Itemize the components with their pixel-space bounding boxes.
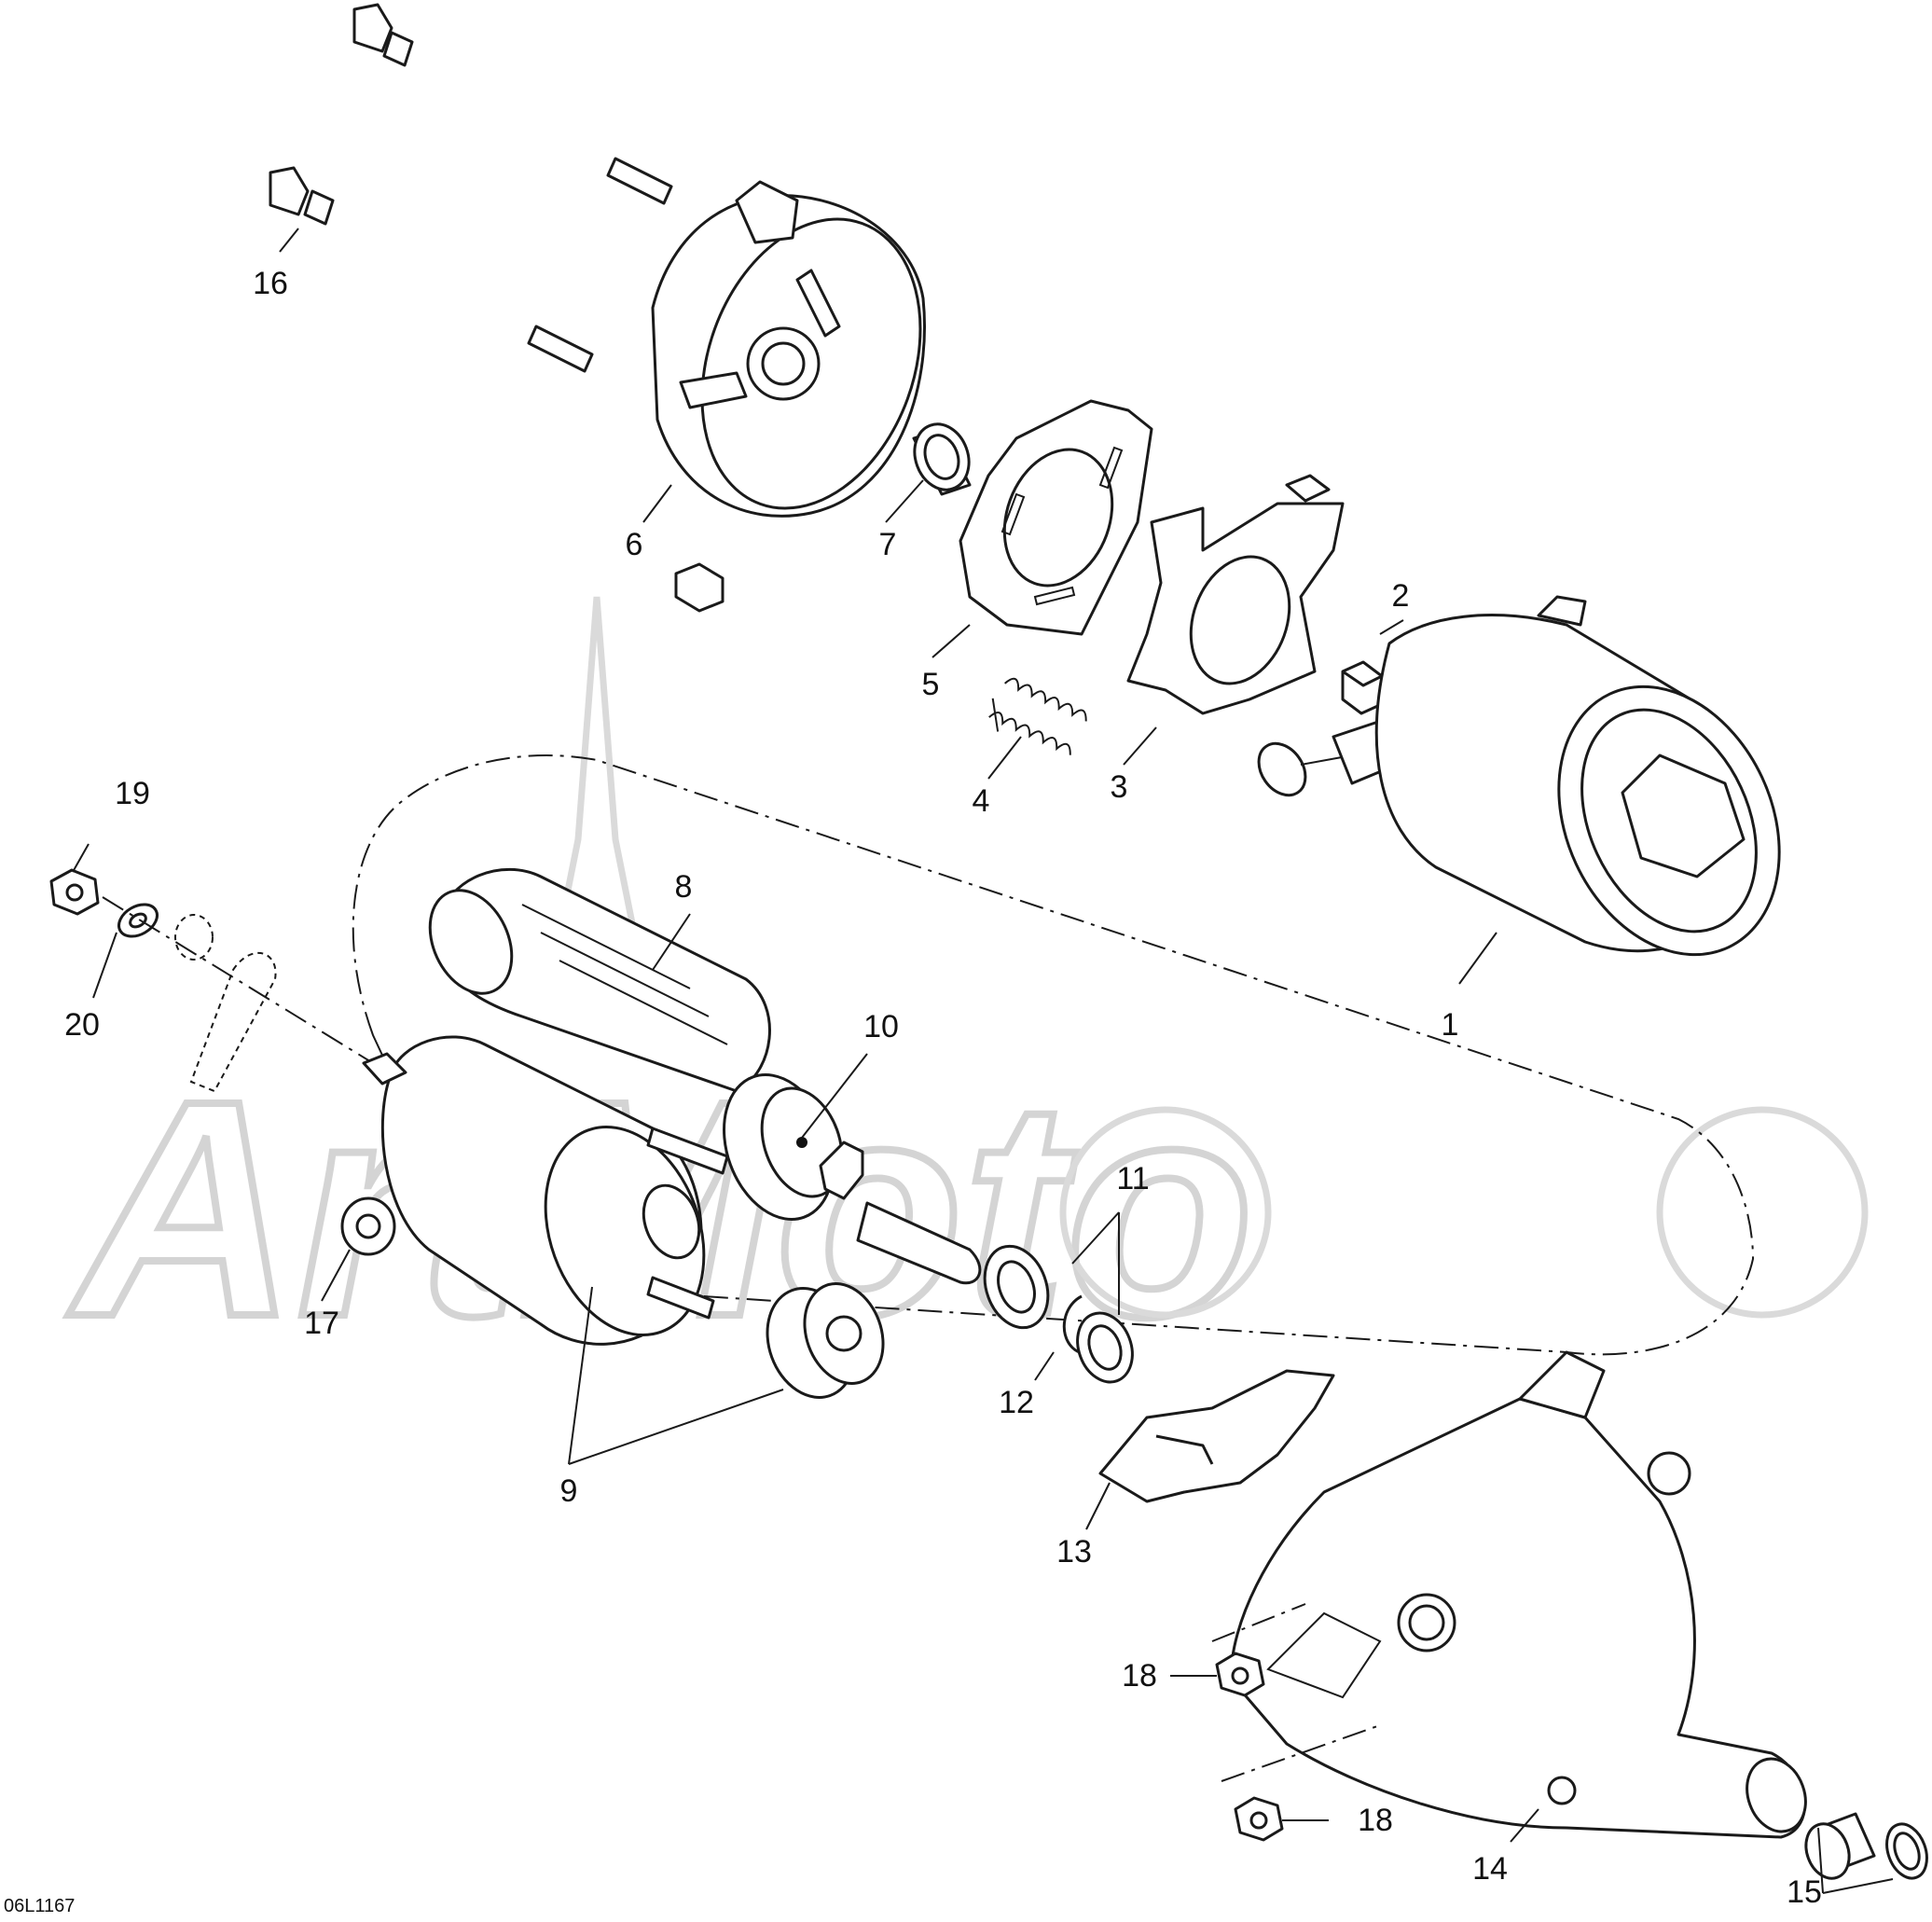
callout-1: 1 (1442, 1007, 1459, 1043)
stop-ring (1076, 1311, 1134, 1384)
yoke (1374, 595, 1781, 957)
callout-14: 14 (1472, 1851, 1508, 1887)
nut-lower-axis (1221, 1724, 1381, 1782)
callout-19: 19 (115, 776, 150, 811)
brush-holder (1126, 474, 1345, 715)
flange-nut-lower (1234, 1796, 1284, 1842)
rubber-plug (340, 1196, 396, 1256)
leader-lines (72, 228, 1894, 1894)
brush (1341, 660, 1384, 715)
front-bushing (1804, 1812, 1876, 1880)
callout-2: 2 (1392, 578, 1410, 614)
callout-15: 15 (1787, 1874, 1822, 1910)
callout-9: 9 (560, 1473, 578, 1509)
watermark-spire (555, 596, 639, 936)
watermark-wheel-front (1059, 1106, 1272, 1319)
callout-20: 20 (64, 1007, 100, 1043)
end-cover-nut (674, 562, 724, 613)
drive-housing (1229, 1350, 1807, 1839)
solenoid-cap (766, 1282, 885, 1399)
nut-upper-axis (1211, 1603, 1306, 1642)
through-bolt-upper (352, 3, 673, 205)
callout-17: 17 (304, 1306, 339, 1341)
reference-code: 06L1167 (4, 1896, 75, 1916)
callout-4: 4 (973, 783, 990, 819)
callout-12: 12 (999, 1385, 1034, 1420)
terminal-axis (102, 896, 374, 1064)
callout-18-lower: 18 (1358, 1803, 1393, 1838)
callout-16: 16 (253, 266, 288, 301)
callout-5: 5 (922, 667, 940, 702)
pinion-gear (723, 1073, 982, 1285)
callout-7: 7 (879, 527, 897, 562)
callout-13: 13 (1056, 1534, 1092, 1569)
bushing (912, 422, 972, 496)
callout-18-upper: 18 (1122, 1658, 1157, 1694)
callout-3: 3 (1111, 769, 1128, 805)
lock-washer (117, 903, 159, 938)
through-bolt-lower (269, 166, 594, 373)
callout-6: 6 (626, 527, 643, 562)
watermark-wheel-rear (1656, 1106, 1869, 1319)
terminal-nut (49, 868, 100, 916)
solenoid (362, 1035, 729, 1346)
flange-nut-upper (1215, 1652, 1265, 1697)
end-cover (651, 180, 926, 518)
brush-plate (959, 399, 1153, 636)
callout-11: 11 (1116, 1161, 1149, 1196)
armature (428, 867, 771, 1093)
brush-spring (988, 677, 1087, 755)
callout-10: 10 (863, 1009, 899, 1044)
front-washer (1885, 1822, 1928, 1880)
shift-lever (1098, 1369, 1335, 1503)
callout-8: 8 (675, 869, 693, 905)
thrust-collar (983, 1244, 1050, 1330)
